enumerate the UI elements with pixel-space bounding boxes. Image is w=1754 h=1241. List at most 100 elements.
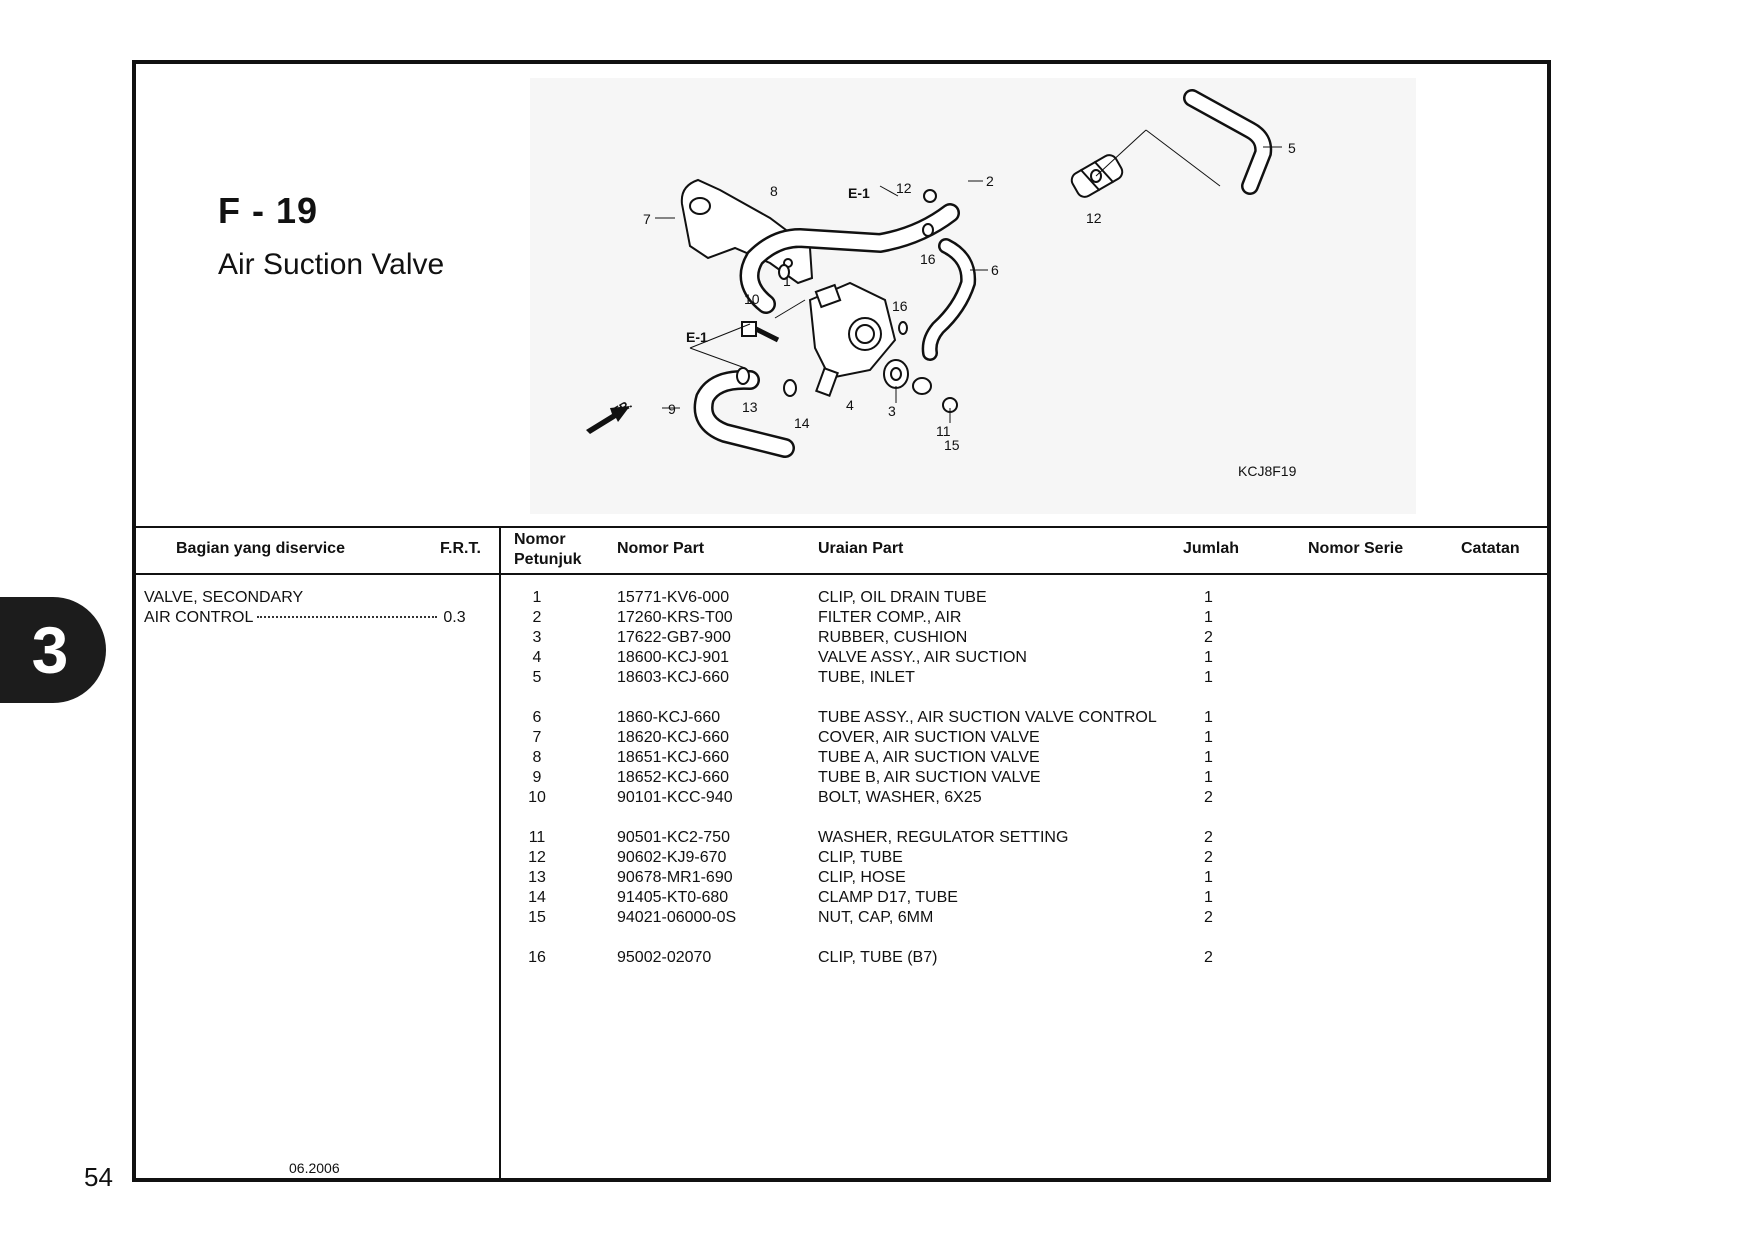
part-description: CLIP, HOSE	[818, 869, 906, 886]
part-quantity: 1	[1204, 709, 1213, 726]
part-number: 95002-02070	[617, 949, 712, 966]
part-description: TUBE A, AIR SUCTION VALVE	[818, 749, 1040, 766]
ref-number: 12	[528, 849, 546, 866]
ref-number: 16	[528, 949, 546, 966]
part-description: CLIP, TUBE	[818, 849, 903, 866]
part-number: 18651-KCJ-660	[617, 749, 730, 766]
tube-b-part	[693, 369, 795, 458]
part-description: RUBBER, CUSHION	[818, 629, 968, 646]
part-quantity: 1	[1204, 749, 1213, 766]
ref-number: 6	[532, 709, 542, 726]
svg-text:9: 9	[668, 401, 676, 417]
header-quantity: Jumlah	[1183, 540, 1240, 557]
svg-text:10: 10	[744, 291, 760, 307]
svg-text:1: 1	[783, 273, 791, 289]
inlet-tube-part	[1183, 89, 1273, 195]
svg-text:7: 7	[643, 211, 651, 227]
part-number: 94021-06000-0S	[617, 909, 737, 926]
table-top-rule	[132, 526, 1551, 528]
ref-number: 2	[532, 609, 542, 626]
part-quantity: 1	[1204, 669, 1213, 686]
diagram-reference-code: KCJ8F19	[1238, 463, 1297, 479]
part-quantity: 2	[1204, 629, 1213, 646]
revision-date: 06.2006	[289, 1160, 340, 1176]
part-number: 15771-KV6-000	[617, 589, 730, 606]
part-number: 17260-KRS-T00	[617, 609, 733, 626]
part-quantity: 1	[1204, 649, 1213, 666]
control-tube-part	[921, 238, 977, 361]
part-description: COVER, AIR SUCTION VALVE	[818, 729, 1040, 746]
part-description: TUBE ASSY., AIR SUCTION VALVE CONTROL	[818, 709, 1157, 726]
section-tab: 3	[0, 597, 106, 703]
ref-number: 7	[532, 729, 542, 746]
ref-number: 9	[532, 769, 542, 786]
part-quantity: 2	[1204, 849, 1213, 866]
svg-text:E-1: E-1	[848, 185, 870, 201]
leader-dots	[257, 616, 438, 618]
header-part-number: Nomor Part	[617, 540, 705, 557]
header-frt: F.R.T.	[440, 540, 481, 557]
part-description: TUBE, INLET	[818, 669, 915, 686]
part-number: 91405-KT0-680	[617, 889, 729, 906]
part-description: FILTER COMP., AIR	[818, 609, 962, 626]
part-number: 18620-KCJ-660	[617, 729, 730, 746]
svg-text:15: 15	[944, 437, 960, 453]
part-quantity: 1	[1204, 769, 1213, 786]
part-number: 18603-KCJ-660	[617, 669, 730, 686]
part-description: CLIP, TUBE (B7)	[818, 949, 938, 966]
header-notes: Catatan	[1461, 540, 1520, 557]
part-description: CLAMP D17, TUBE	[818, 889, 958, 906]
ref-number: 13	[528, 869, 546, 886]
part-number: 90602-KJ9-670	[617, 849, 727, 866]
part-number: 18600-KCJ-901	[617, 649, 730, 666]
page-frame	[132, 60, 1551, 1182]
part-quantity: 1	[1204, 869, 1213, 886]
svg-text:16: 16	[920, 251, 936, 267]
part-number: 90678-MR1-690	[617, 869, 733, 886]
header-ref-no-line1: Nomor	[514, 531, 566, 548]
figure-title: Air Suction Valve	[218, 248, 445, 281]
ref-number: 15	[528, 909, 546, 926]
service-part-line1: VALVE, SECONDARY	[144, 589, 304, 606]
part-quantity: 2	[1204, 949, 1213, 966]
part-quantity: 1	[1204, 589, 1213, 606]
ref-number: 8	[532, 749, 542, 766]
part-number: 18652-KCJ-660	[617, 769, 730, 786]
page-number: 54	[84, 1162, 113, 1192]
ref-number: 1	[532, 589, 542, 606]
part-number: 17622-GB7-900	[617, 629, 731, 646]
ref-number: 5	[532, 669, 542, 686]
valve-assembly-part	[808, 281, 897, 397]
clips-parts	[736, 169, 1102, 397]
part-quantity: 1	[1204, 729, 1213, 746]
part-description: WASHER, REGULATOR SETTING	[818, 829, 1069, 846]
part-number: 1860-KCJ-660	[617, 709, 721, 726]
ref-number: 11	[528, 829, 546, 846]
table-divider	[499, 526, 501, 1182]
svg-text:14: 14	[794, 415, 810, 431]
header-description: Uraian Part	[818, 540, 904, 557]
front-arrow-icon: FR.	[586, 397, 634, 434]
svg-text:13: 13	[742, 399, 758, 415]
exploded-parts-diagram: FR. 5 2 7 8 1 12 12 16 6	[530, 78, 1416, 514]
svg-text:12: 12	[896, 180, 912, 196]
part-quantity: 2	[1204, 789, 1213, 806]
svg-text:6: 6	[991, 262, 999, 278]
part-quantity: 1	[1204, 609, 1213, 626]
svg-text:E-1: E-1	[686, 329, 708, 345]
part-description: VALVE ASSY., AIR SUCTION	[818, 649, 1027, 666]
ref-number: 3	[532, 629, 542, 646]
part-description: BOLT, WASHER, 6X25	[818, 789, 982, 806]
header-serial-number: Nomor Serie	[1308, 540, 1404, 557]
svg-text:11: 11	[936, 423, 951, 439]
ref-number: 14	[528, 889, 546, 906]
svg-text:4: 4	[846, 397, 854, 413]
svg-text:12: 12	[1086, 210, 1102, 226]
figure-code: F - 19	[218, 190, 319, 231]
table-header-rule	[132, 573, 1551, 575]
ref-number: 10	[528, 789, 546, 806]
service-part-name: AIR CONTROL	[144, 609, 254, 626]
part-description: NUT, CAP, 6MM	[818, 909, 934, 926]
header-ref-no-line2: Petunjuk	[514, 551, 582, 568]
